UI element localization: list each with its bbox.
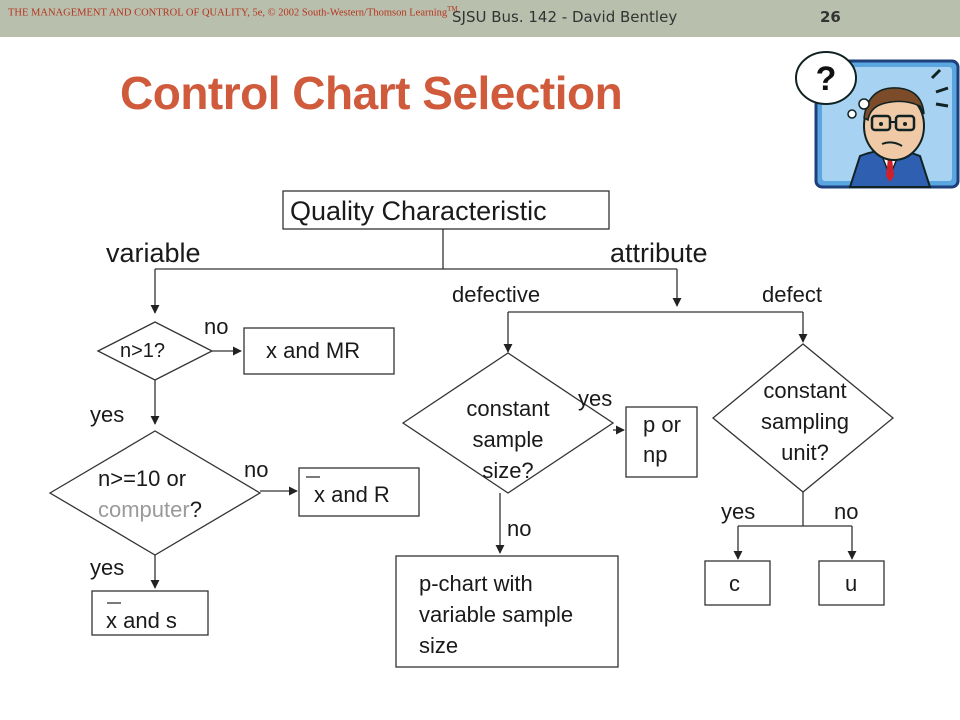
p-np-box [625,406,698,478]
no-label: no [244,457,269,482]
x-mr-box [243,327,395,375]
no-label: no [204,314,229,339]
course-label: SJSU Bus. 142 - David Bentley [452,8,678,26]
puzzled-man-clipart: ? [795,51,960,189]
defective-label: defective [452,282,541,307]
trademark-sup: TM [447,5,458,13]
no-label: no [834,499,859,524]
defect-label: defect [762,282,822,307]
x-s-box [91,590,209,636]
slide-number: 26 [820,8,841,26]
constant-sample-size-diamond [401,352,615,494]
u-label: u [845,571,858,596]
computer-label: computer [98,497,190,522]
constant-sampling-unit-label: constant sampling unit? [760,378,850,465]
header-bar [0,0,960,37]
question-label: ? [189,497,202,522]
constant-sample-size-label: constant sample size? [466,396,550,483]
p-chart-variable-label: p-chart with variable sample size [419,571,574,658]
c-box [704,560,771,606]
credit-text: THE MANAGEMENT AND CONTROL OF QUALITY, 5… [8,7,448,19]
slide-title: Control Chart Selection [120,67,623,119]
x-r-label: x and R [314,482,390,507]
question-mark-icon: ? [816,60,837,98]
variable-label: variable [106,238,201,268]
yes-label: yes [90,555,125,580]
yes-label: yes [90,402,125,427]
no-label: no [507,516,532,541]
attribute-label: attribute [610,238,708,268]
x-mr-label: x and MR [266,338,361,363]
c-label: c [729,571,740,596]
n-gt-1-label: n>1? [120,340,166,362]
copyright-credit: THE MANAGEMENT AND CONTROL OF QUALITY, 5… [8,5,458,19]
x-s-label: x and s [106,608,177,633]
p-np-label: p or np [643,412,681,467]
u-box [818,560,885,606]
computer-label-line: computer? [98,496,202,524]
yes-label: yes [721,499,756,524]
constant-sampling-unit-diamond [711,343,895,493]
yes-label: yes [578,386,613,411]
x-r-box [298,467,420,517]
root-box [282,190,610,230]
quality-characteristic-label: Quality Characteristic [290,196,547,226]
p-chart-variable-box [395,555,619,668]
n-ge-10-diamond [48,430,262,556]
n-ge-10-label: n>=10 or [98,466,187,491]
